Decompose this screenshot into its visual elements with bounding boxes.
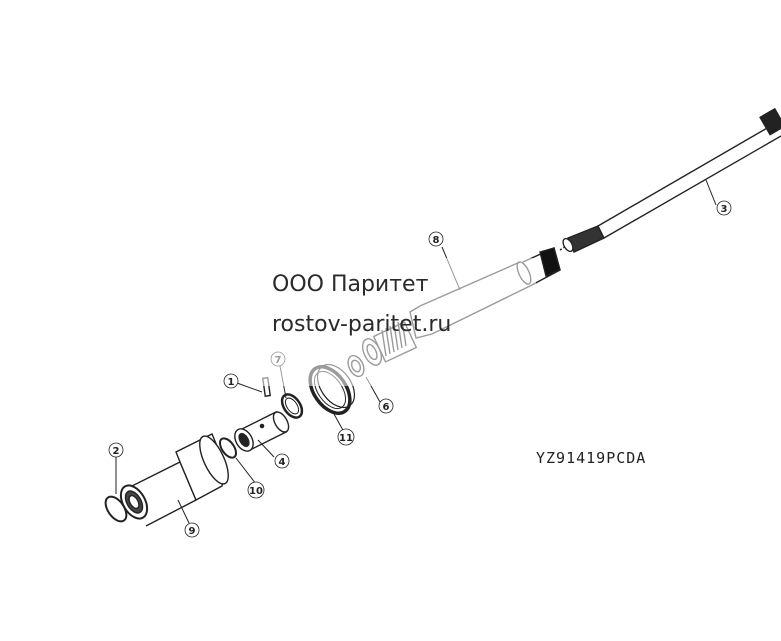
- svg-text:4: 4: [279, 457, 286, 468]
- part-3-spline: [562, 225, 605, 253]
- callout-3: 3: [716, 200, 732, 216]
- svg-text:6: 6: [383, 402, 390, 413]
- svg-text:8: 8: [433, 235, 440, 246]
- part-2-o-ring: [104, 495, 128, 523]
- svg-text:9: 9: [189, 526, 196, 537]
- watermark-site: rostov-paritet.ru: [272, 312, 452, 337]
- svg-text:3: 3: [721, 204, 728, 215]
- callout-11: 11: [337, 428, 355, 446]
- callout-9: 9: [184, 522, 200, 538]
- part-3-shaft: [559, 107, 781, 253]
- callout-6: 6: [378, 398, 394, 414]
- svg-text:1: 1: [228, 377, 235, 388]
- part-10-ring: [219, 437, 237, 459]
- drawing-code: YZ91419PCDA: [536, 449, 647, 467]
- watermark-company: ООО Паритет: [272, 272, 429, 297]
- svg-text:2: 2: [113, 446, 120, 457]
- svg-text:11: 11: [339, 433, 353, 444]
- callout-2: 2: [108, 442, 124, 458]
- callout-4: 4: [274, 453, 290, 469]
- leader-lines: [115, 179, 717, 524]
- callout-1: 1: [223, 373, 239, 389]
- watermark-backdrop: [246, 258, 536, 386]
- callout-10: 10: [247, 481, 265, 499]
- svg-text:10: 10: [249, 486, 263, 497]
- callout-8: 8: [428, 231, 444, 247]
- part-9-housing: [119, 433, 229, 527]
- part-7-ring: [280, 393, 304, 419]
- part-4-sleeve: [234, 411, 290, 452]
